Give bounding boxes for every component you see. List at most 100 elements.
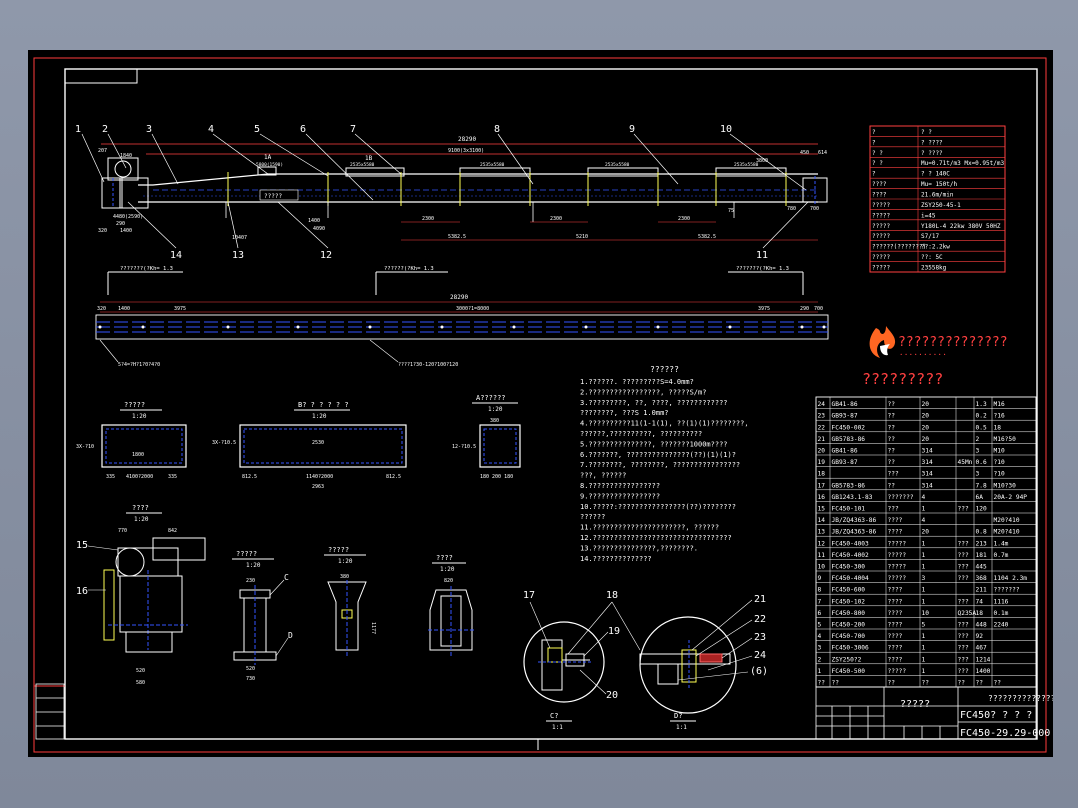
title-block	[815, 686, 1037, 740]
bom-cell: M10?30	[994, 482, 1017, 489]
bom-cell: 1.4m	[994, 540, 1009, 547]
dim-2300c: 2300	[678, 216, 690, 222]
flame-inner-icon	[880, 344, 890, 356]
bom-cell: ?????	[888, 575, 907, 582]
s1-dim-1800: 1800	[132, 452, 144, 458]
bom-cell: GB41-86	[832, 401, 858, 408]
conveyor-elevation: 28290 9100(3x3100) 1840 207 3800 450 614…	[98, 136, 828, 241]
support-detail-1: ????? 1:20 230 520 730 C D	[232, 550, 293, 682]
bom-cell: ???	[958, 645, 969, 652]
bom-cell: JB/ZQ4363-86	[832, 517, 877, 524]
s4-scale: 1:20	[134, 516, 149, 523]
s1-dim-4100: 4100?2000	[126, 474, 153, 480]
bom-cell: ?10	[994, 471, 1005, 478]
bom-cell: FC450-4003	[832, 540, 870, 547]
bom-cell: FC450-600	[832, 587, 866, 594]
company-sub: • • • • • • • • • •	[900, 352, 946, 357]
bom-cell: ??	[888, 413, 896, 420]
bom-cell: 467	[976, 645, 987, 652]
bom-cell: 12	[818, 540, 826, 547]
bom-cell: 213	[976, 540, 987, 547]
section-view-3: A?????? 1:20 380 180 200 180 12-?10.5	[452, 394, 521, 480]
bom-cell: 445	[976, 564, 987, 571]
drawing-sheet[interactable]: 28290 9100(3x3100) 1840 207 3800 450 614…	[28, 50, 1053, 757]
bom-cell: 20A-2 94P	[994, 494, 1028, 501]
bom-cell: ???	[958, 564, 969, 571]
callout-6b: (6)	[750, 666, 768, 677]
bom-cell: ?????	[888, 668, 907, 675]
bom-cell: GB41-86	[832, 448, 858, 455]
bom-cell: ????	[888, 517, 903, 524]
bom-cell: FC450-500	[832, 668, 866, 675]
support-detail-3: ???? 1:20 820	[428, 554, 474, 656]
bom-cell: 23	[818, 413, 826, 420]
block-title: ?????????	[862, 370, 943, 388]
callout-24: 24	[754, 650, 766, 661]
spec-value: 23558kg	[921, 265, 947, 272]
dim-1400b: 1400	[120, 228, 132, 234]
bom-cell: 21	[818, 436, 826, 443]
bom-cell: ?????	[888, 540, 907, 547]
s1-scale: 1:20	[132, 413, 147, 420]
callout-6: 6	[300, 124, 306, 135]
bom-cell: 7.8	[976, 482, 987, 489]
bom-cell: ?????	[888, 552, 907, 559]
bom-cell: ??	[958, 680, 966, 687]
bom-cell: JB/ZQ4363-86	[832, 529, 877, 536]
s5-scale: 1:20	[246, 562, 261, 569]
support-detail-2: ????? 1:20 380 1177	[324, 546, 376, 656]
s2-title: B? ? ? ? ? ?	[298, 401, 349, 409]
callout-1: 1	[75, 124, 81, 135]
section-c3: 2535x5580	[734, 162, 759, 168]
bom-cell: 20	[922, 413, 930, 420]
bom-cell: 1	[922, 540, 926, 547]
callout-21: 21	[754, 594, 766, 605]
bom-cell: M20?410	[994, 529, 1020, 536]
plan-dim-3975b: 3975	[758, 306, 770, 312]
bom-cell: 1	[922, 506, 926, 513]
bom-cell: M10	[994, 448, 1005, 455]
s3-dim-380: 380	[490, 418, 499, 424]
bom-cell: 17	[818, 482, 826, 489]
spec-value: S7/17	[921, 233, 939, 240]
bom-cell: FC450-002	[832, 424, 866, 431]
dim-450: 450	[800, 150, 809, 156]
bom-cell: GB93-87	[832, 413, 858, 420]
note-line: 9.?????????????????	[580, 492, 660, 500]
bom-cell: 6	[818, 610, 822, 617]
s5-dim-230: 230	[246, 578, 255, 584]
s2-dim-1140: 1140?2000	[306, 474, 333, 480]
callout-7: 7	[350, 124, 356, 135]
code-bottom: FC450-29.29-000	[960, 728, 1050, 739]
bom-cell: 1	[922, 564, 926, 571]
sheet-name: ?????	[900, 699, 930, 710]
bom-cell: FC450-700	[832, 633, 866, 640]
s3-dim-bottom: 180 200 180	[480, 474, 513, 480]
bom-cell: ??	[888, 680, 896, 687]
plan-note-left: 5?4=?H?1?0?4?0	[118, 362, 160, 368]
s1-dim-335b: 335	[168, 474, 177, 480]
note-line: 5.???????????????, ???????1000m????	[580, 440, 728, 448]
bom-cell: 0.6	[976, 459, 987, 466]
bom-cell: 1	[922, 645, 926, 652]
bom-cell: 24	[818, 401, 826, 408]
bom-cell: 92	[976, 633, 984, 640]
corner-code-box	[64, 68, 138, 84]
s1-dim-335a: 335	[106, 474, 115, 480]
bom-cell: GB1243.1-83	[832, 494, 873, 501]
bom-cell: ???????	[888, 494, 914, 501]
bom-cell: 1400	[976, 668, 991, 675]
bom-cell: ??	[888, 459, 896, 466]
bom-cell: ???	[888, 471, 899, 478]
bom-cell: ????	[888, 656, 903, 663]
spec-key: ????	[872, 192, 887, 199]
spec-value: Y180L-4 22kw 380V 50HZ	[921, 223, 1001, 230]
bom-cell: FC450-3006	[832, 645, 870, 652]
callout-22: 22	[754, 614, 766, 625]
note-line: 7.????????, ????????, ????????????????	[580, 461, 740, 469]
note-line: 8.?????????????????	[580, 482, 660, 490]
section-view-1: ????? 1:20 1800 4100?2000 335 335 3X-?10	[76, 401, 187, 480]
s6-scale: 1:20	[338, 558, 353, 565]
bom-cell: ???	[958, 668, 969, 675]
